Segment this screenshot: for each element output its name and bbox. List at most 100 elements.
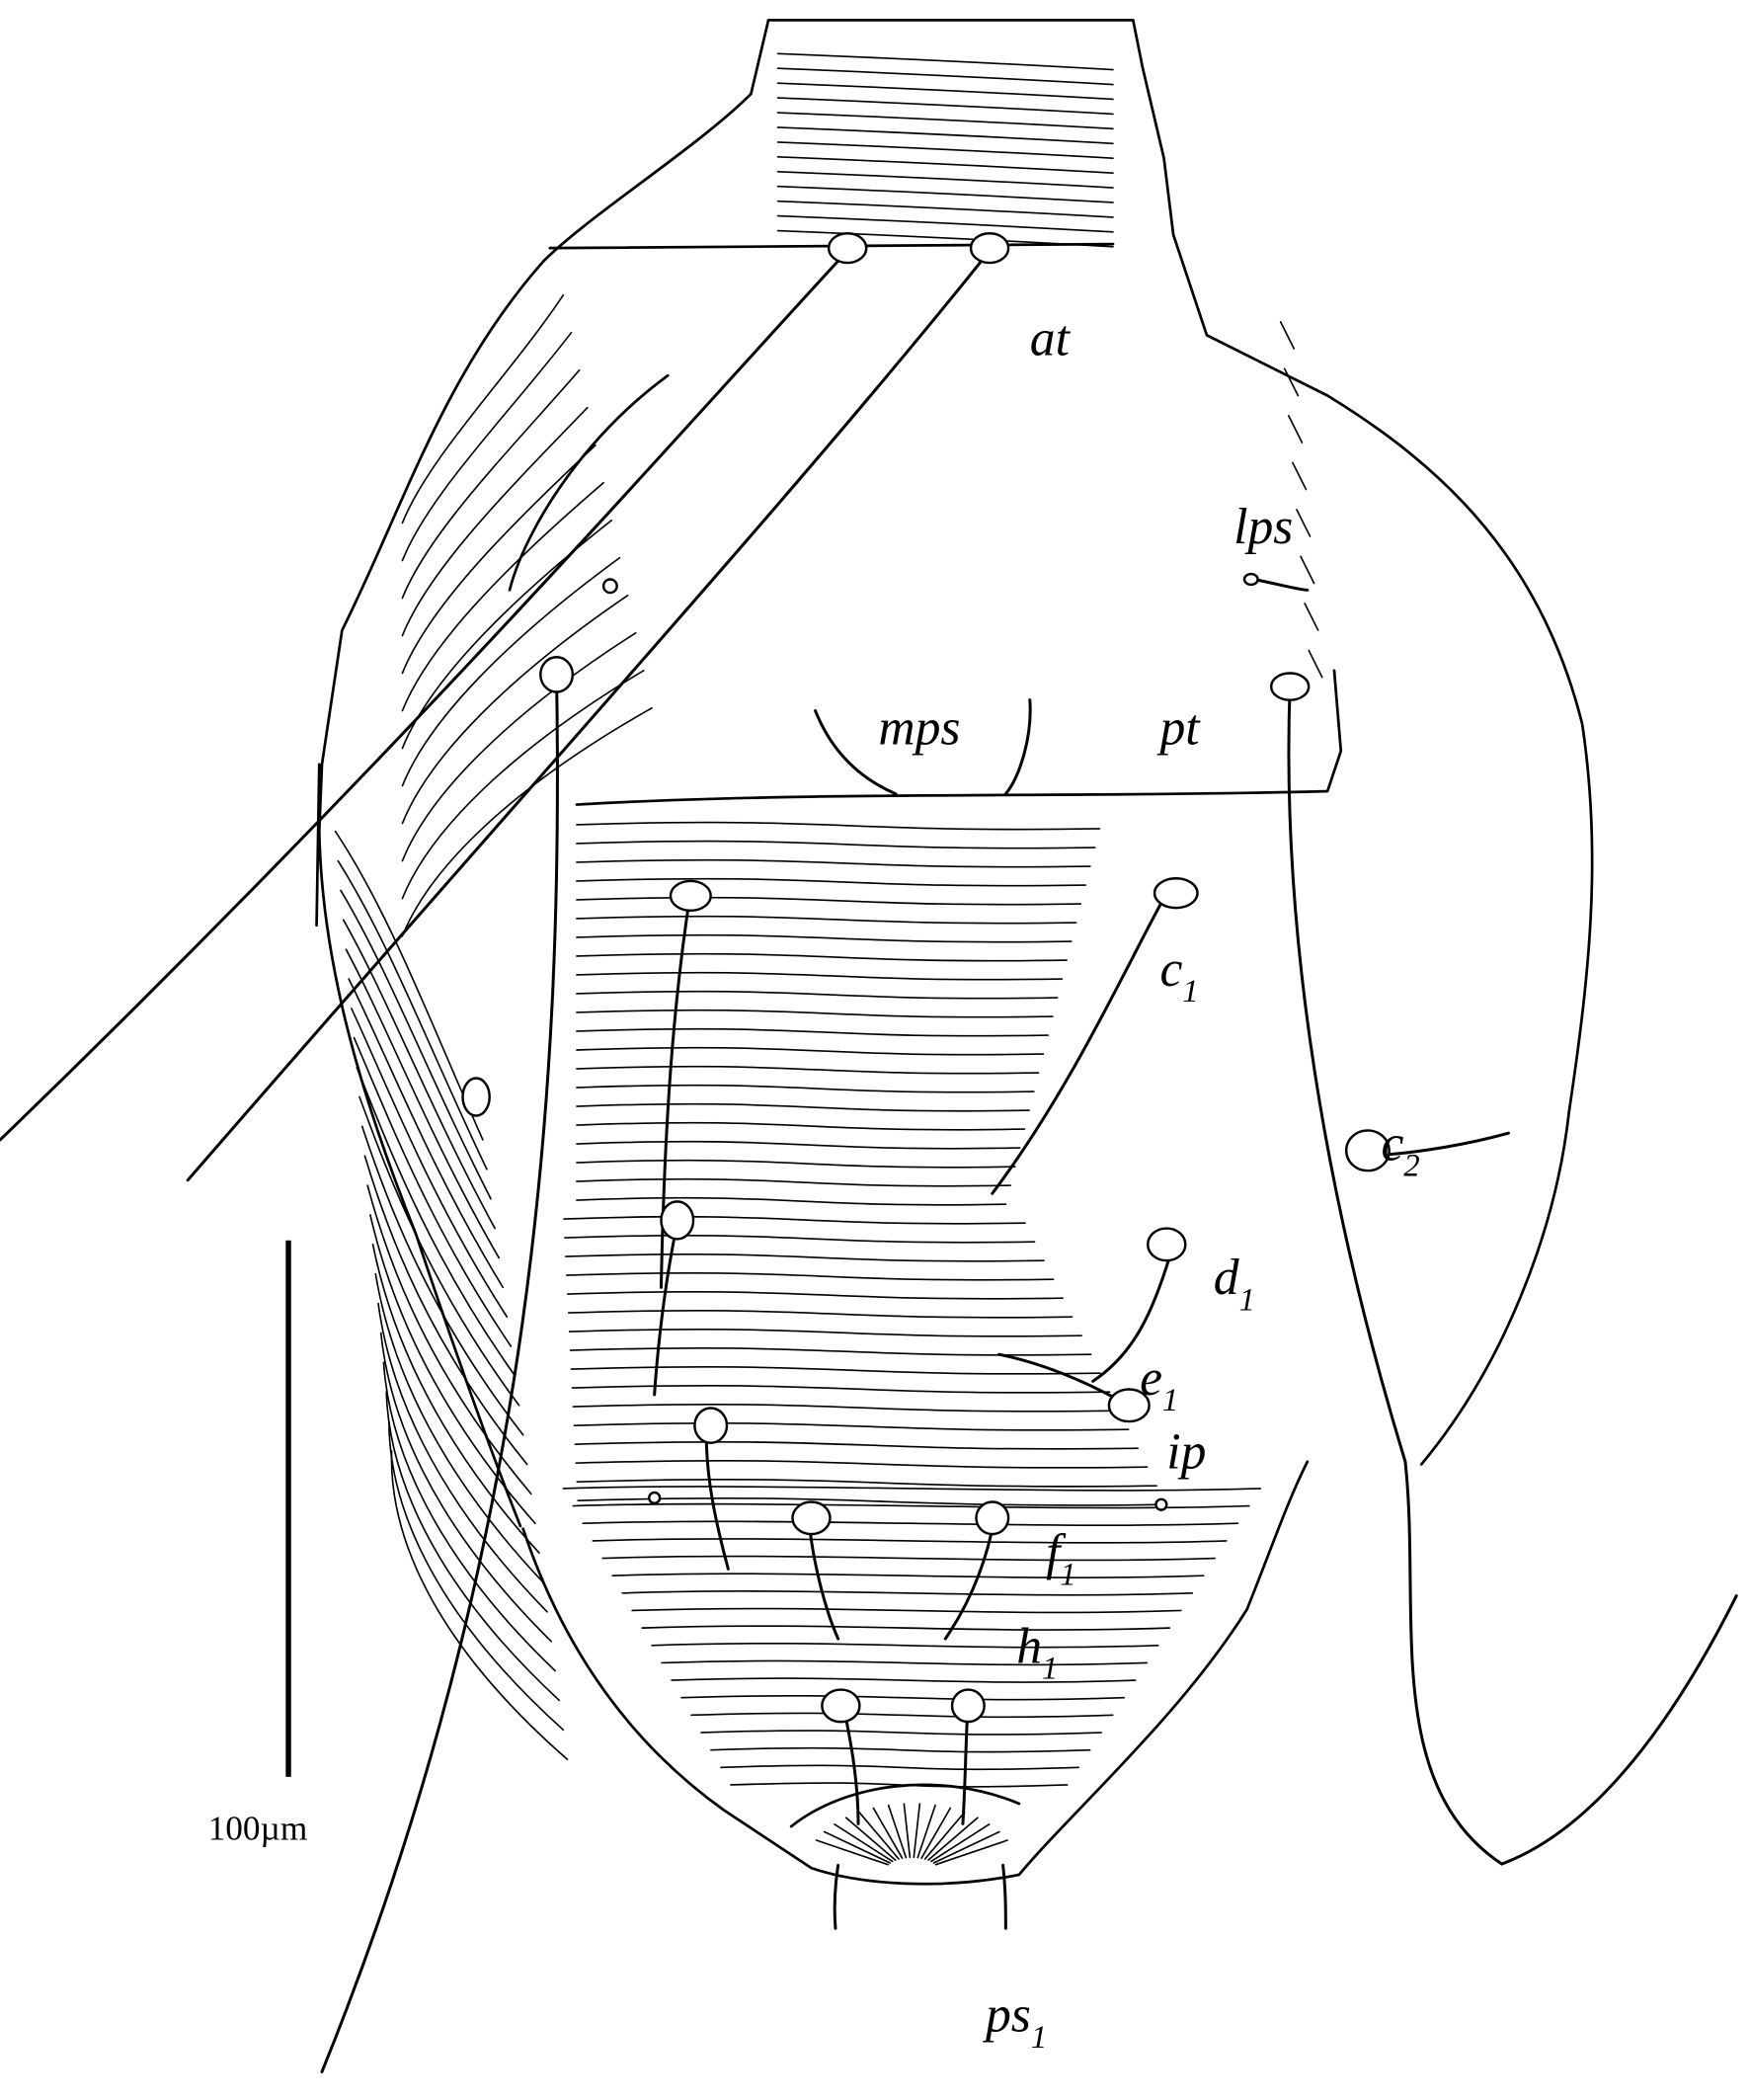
striation <box>601 1555 1217 1562</box>
striation <box>823 1830 892 1864</box>
striation <box>834 1823 894 1863</box>
seta-ps1-right <box>1001 1863 1007 1930</box>
striation <box>563 1215 1026 1225</box>
striation <box>576 1121 1026 1131</box>
striation <box>576 1102 1030 1112</box>
striation <box>401 481 604 712</box>
striation <box>776 214 1114 233</box>
striation <box>401 706 653 937</box>
seta-at-left <box>0 249 849 1142</box>
seta-ps1-left <box>833 1863 840 1930</box>
striation <box>661 1659 1149 1666</box>
striation <box>576 1140 1021 1150</box>
striation <box>631 1607 1182 1614</box>
seta-pt-right <box>1287 685 1738 1866</box>
striation <box>570 1365 1101 1375</box>
striation <box>932 1830 1000 1864</box>
striation <box>934 1839 1008 1866</box>
striation <box>401 556 621 787</box>
striation <box>1304 603 1319 631</box>
striation <box>401 519 613 750</box>
striation <box>621 1590 1194 1596</box>
setae <box>0 232 1738 2073</box>
striation <box>401 331 573 562</box>
striation <box>776 229 1114 248</box>
seta-d1-left <box>653 1221 679 1397</box>
striation <box>776 97 1114 116</box>
striation <box>576 1084 1035 1093</box>
striation <box>351 1008 509 1318</box>
striation <box>575 1460 1149 1469</box>
striation <box>776 170 1114 189</box>
striation <box>377 1302 548 1613</box>
seta-mps-left <box>814 709 898 796</box>
label-c1: c1 <box>1159 941 1198 1010</box>
striation <box>671 1677 1137 1683</box>
striation <box>582 1520 1239 1526</box>
striation <box>887 1804 908 1859</box>
striation <box>576 1159 1016 1169</box>
striation <box>700 1730 1102 1736</box>
striation <box>401 406 589 637</box>
striation <box>1300 555 1315 585</box>
striation <box>353 1036 513 1347</box>
striation <box>611 1573 1205 1578</box>
striation <box>592 1538 1228 1544</box>
striation <box>576 971 1064 981</box>
seta-e1 <box>997 1352 1126 1405</box>
striation <box>571 1384 1111 1394</box>
striation <box>1279 321 1296 350</box>
striation <box>1288 415 1304 444</box>
striation <box>577 1497 1167 1506</box>
striation <box>776 185 1114 203</box>
seta-pt-left <box>320 676 559 2073</box>
striation <box>390 1450 569 1760</box>
striation <box>680 1694 1126 1701</box>
striation <box>401 669 645 900</box>
striation <box>720 1764 1079 1771</box>
striation <box>1292 461 1308 491</box>
striation <box>815 1839 889 1866</box>
striation <box>710 1746 1091 1753</box>
seta-c1-left <box>659 890 692 1289</box>
striation <box>576 1009 1054 1018</box>
striation <box>1296 509 1312 537</box>
striation <box>903 1803 912 1859</box>
label-f1: f1 <box>1046 1524 1076 1592</box>
striation <box>651 1643 1159 1649</box>
striation <box>337 859 488 1171</box>
striation <box>730 1782 1069 1788</box>
label-h1: h1 <box>1016 1618 1058 1686</box>
striation <box>348 978 505 1289</box>
striation <box>366 1184 532 1495</box>
striation <box>576 1196 1007 1206</box>
label-ip: ip <box>1166 1424 1206 1481</box>
striation <box>576 821 1101 831</box>
striation <box>930 1823 991 1863</box>
striation <box>565 1252 1045 1262</box>
striation <box>379 1332 552 1643</box>
label-at: at <box>1030 311 1072 367</box>
striation <box>576 990 1059 1000</box>
striation <box>576 1065 1040 1075</box>
striation <box>574 1441 1139 1450</box>
striation <box>916 1804 936 1859</box>
label-c2: c2 <box>1381 1115 1419 1183</box>
striation <box>401 444 597 675</box>
striation <box>567 1309 1074 1319</box>
striation <box>382 1361 557 1672</box>
striation <box>923 1811 966 1860</box>
striation <box>844 1817 897 1861</box>
striation <box>566 1271 1055 1281</box>
striation <box>776 112 1114 130</box>
striation <box>360 1125 524 1436</box>
striation <box>872 1807 904 1859</box>
striation <box>401 631 637 862</box>
seta-d1-right <box>1091 1243 1175 1383</box>
striation <box>345 948 501 1259</box>
striation <box>927 1817 979 1861</box>
striation <box>920 1807 952 1859</box>
label-ps1: ps1 <box>982 1987 1047 2056</box>
striation <box>576 896 1082 906</box>
